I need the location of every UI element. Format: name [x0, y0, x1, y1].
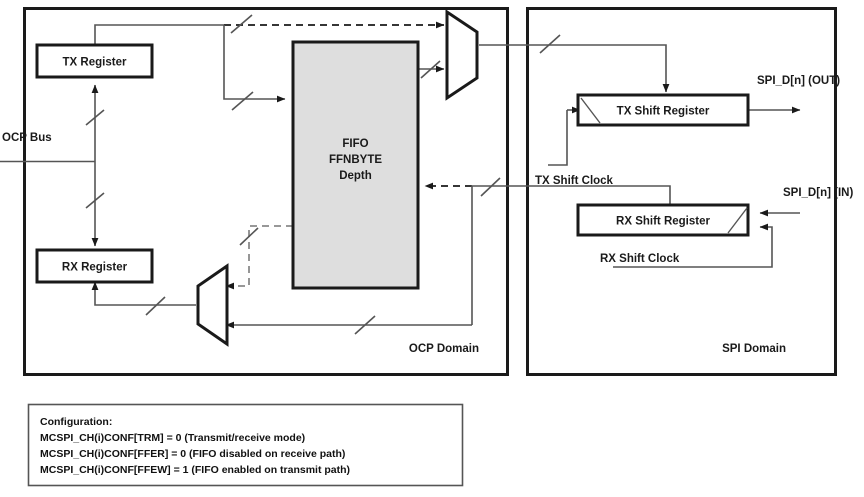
bus-width-slash-tx-mux-path: [230, 14, 253, 34]
rx-register-label: RX Register: [62, 262, 128, 274]
tx-shift-register-label: TX Shift Register: [617, 106, 710, 118]
wire-rx-shift-clock: [613, 223, 773, 268]
rx-mux-shape: [196, 263, 229, 347]
fifo-label-line3: Depth: [339, 170, 372, 182]
mux-tx: [445, 9, 479, 101]
wire-tx-register-out: [94, 24, 224, 45]
bus-width-slash-tx-mux-out: [539, 34, 561, 54]
label-ocp-bus: OCP Bus: [2, 132, 52, 144]
configuration-heading: Configuration:: [40, 416, 112, 428]
wire-tx-mux-to-shift-register: [479, 44, 670, 93]
rx-register-box: [35, 248, 154, 284]
fifo-label-line2: FFNBYTE: [329, 154, 382, 166]
mux-rx: [196, 263, 229, 347]
bus-width-slash-rx-return: [480, 177, 501, 197]
configuration-box: [27, 403, 464, 487]
tx-shift-register-box: [576, 93, 750, 127]
block-fifo: FIFO FFNBYTE Depth: [291, 40, 420, 290]
bus-width-slash-fifo-in: [231, 91, 254, 111]
wire-tx-shift-clock: [548, 110, 568, 166]
wire-rx-shift-register-out: [471, 185, 671, 325]
bus-width-slash-ocp-upper: [85, 109, 105, 126]
bus-width-slash-ocp-lower: [85, 192, 105, 209]
fifo-box: [291, 40, 420, 290]
tx-shift-register-clock-notch: [580, 97, 601, 124]
configuration-line-2: MCSPI_CH(i)CONF[FFER] = 0 (FIFO disabled…: [40, 448, 345, 460]
block-rx-register: RX Register: [35, 248, 154, 284]
label-ocp-domain: OCP Domain: [409, 343, 479, 355]
tx-register-box: [35, 43, 154, 79]
fifo-label-line1: FIFO: [342, 138, 368, 150]
wire-rx-mux-to-rx-register: [91, 281, 196, 306]
block-tx-shift-register: TX Shift Register: [576, 93, 750, 127]
ocp-domain-box: [23, 7, 509, 376]
block-rx-shift-register: RX Shift Register: [576, 203, 750, 237]
tx-mux-shape: [445, 9, 479, 101]
bus-width-slash-rx-mux-out: [145, 296, 166, 316]
bus-width-slash-rx-mux-lower: [354, 315, 376, 335]
label-spi-domain: SPI Domain: [722, 343, 786, 355]
label-spi-d-in: SPI_D[n] (IN): [783, 187, 853, 199]
rx-shift-register-clock-notch: [727, 207, 748, 234]
bus-width-slash-rx-mux-upper: [239, 227, 259, 246]
wire-tx-register-to-fifo: [223, 25, 286, 103]
block-tx-register: TX Register: [35, 43, 154, 79]
spi-domain-box: [526, 7, 837, 376]
rx-shift-register-box: [576, 203, 750, 237]
configuration-line-3: MCSPI_CH(i)CONF[FFEW] = 1 (FIFO enabled …: [40, 464, 350, 476]
label-spi-d-out: SPI_D[n] (OUT): [757, 75, 840, 87]
bus-width-slash-fifo-out: [420, 60, 441, 79]
rx-shift-register-label: RX Shift Register: [616, 216, 710, 228]
label-rx-shift-clock: RX Shift Clock: [600, 253, 680, 265]
tx-register-label: TX Register: [63, 57, 127, 69]
label-tx-shift-clock: TX Shift Clock: [535, 175, 614, 187]
configuration-line-1: MCSPI_CH(i)CONF[TRM] = 0 (Transmit/recei…: [40, 432, 305, 444]
wire-fifo-to-rx-mux-dashed: [225, 225, 293, 290]
